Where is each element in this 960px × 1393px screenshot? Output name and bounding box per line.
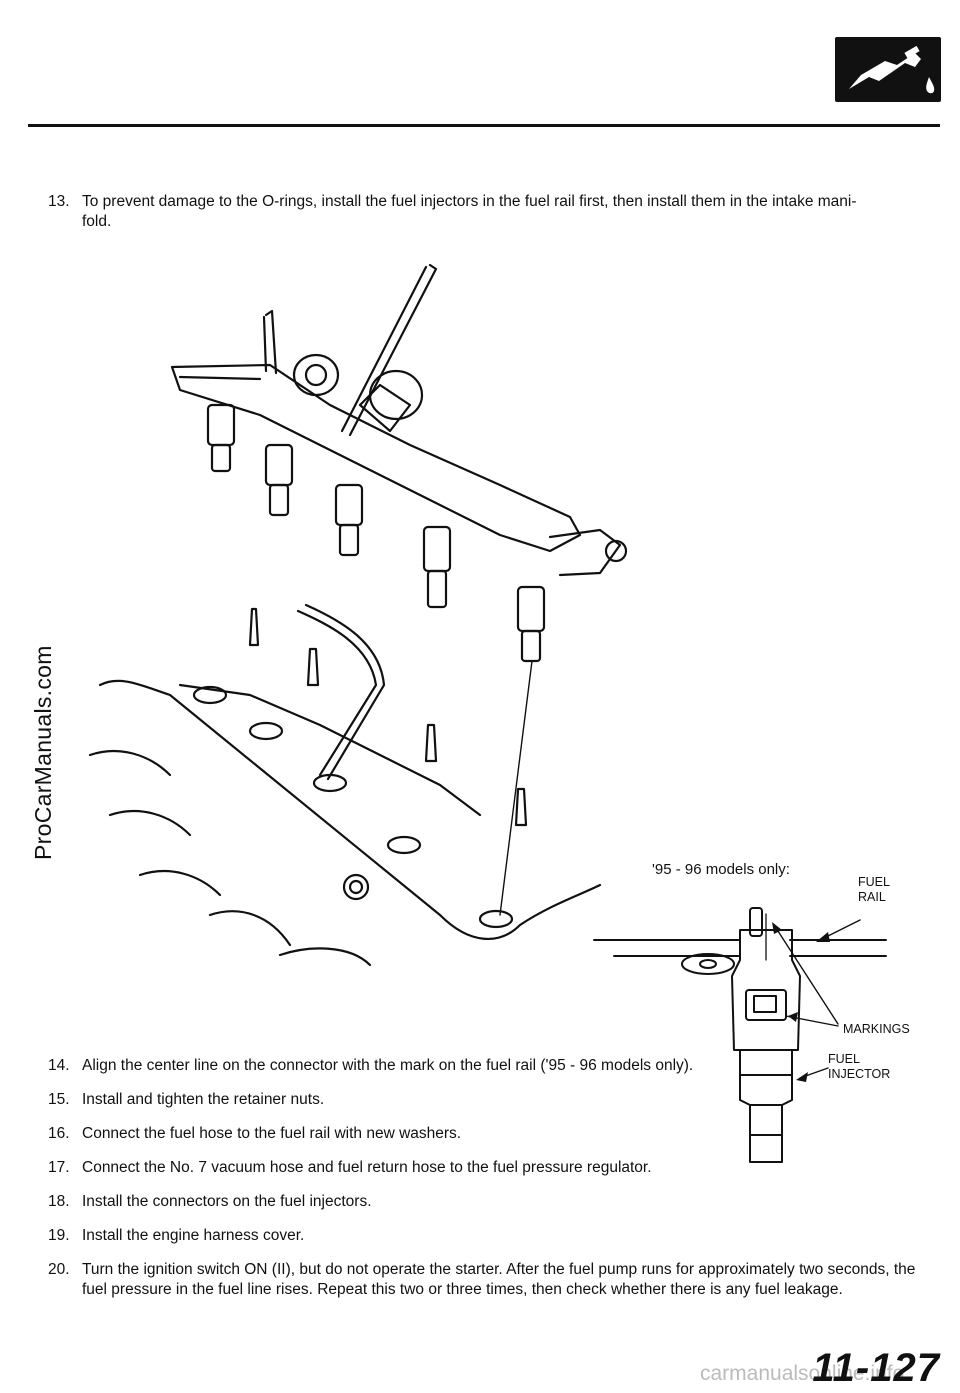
step-20: 20.Turn the ignition switch ON (II), but…	[48, 1261, 916, 1298]
step-15: 15.Install and tighten the retainer nuts…	[48, 1091, 325, 1108]
label-markings: MARKINGS	[843, 1022, 910, 1036]
label-fuel-injector: FUEL INJECTOR	[828, 1052, 891, 1081]
models-note: '95 - 96 models only:	[652, 861, 790, 878]
label-fuel-rail: FUEL RAIL	[858, 875, 890, 904]
step-19: 19.Install the engine harness cover.	[48, 1227, 305, 1244]
injector-detail-illustration	[593, 907, 887, 1163]
steps-list: 14.Align the center line on the connecto…	[48, 1056, 938, 1314]
step-13: 13.To prevent damage to the O-rings, ins…	[48, 193, 857, 230]
footer-watermark: carmanualsonline.info	[700, 1362, 905, 1385]
step-16: 16.Connect the fuel hose to the fuel rai…	[48, 1125, 462, 1142]
step-18: 18.Install the connectors on the fuel in…	[48, 1193, 372, 1210]
step-17: 17.Connect the No. 7 vacuum hose and fue…	[48, 1159, 652, 1176]
fuel-nozzle-icon	[835, 37, 941, 102]
side-watermark: ProCarManuals.com	[30, 645, 56, 860]
header-rule	[28, 124, 940, 127]
fuel-rail-illustration	[88, 263, 628, 967]
step-14: 14.Align the center line on the connecto…	[48, 1057, 694, 1074]
page-number: 11-127	[812, 1346, 940, 1390]
